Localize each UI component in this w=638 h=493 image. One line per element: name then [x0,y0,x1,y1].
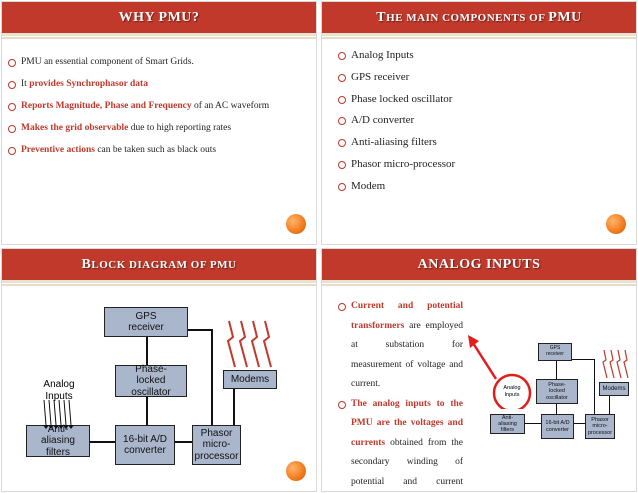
bullet-item: The analog inputs to the PMU are the vol… [336,395,463,492]
connector-line [594,359,595,414]
gps-receiver-block: GPS receiver [104,307,188,337]
anti-aliasing-filters-block: Anti-aliasing filters [490,414,525,434]
connector-line [556,404,557,414]
bullet-item: Analog Inputs [336,48,455,70]
connector-line [146,337,148,365]
slide-main-components[interactable]: THE MAIN COMPONENTS OF PMU Analog Inputs… [321,1,637,245]
analog-input-arrows-icon [43,399,74,429]
slide-title: ANALOG INPUTS [417,257,541,272]
antenna-lightning-icon [226,320,272,368]
connector-line [146,397,148,427]
title-band [2,249,316,286]
phasor-processor-block: Phasor micro-processor [585,414,615,439]
bullet-item: Current and potential transformers are e… [336,297,463,395]
adc-block: 16-bit A/D converter [541,414,574,439]
phase-locked-oscillator-block: Phase-locked oscillator [115,364,187,398]
antenna-lightning-icon [602,349,629,379]
bullet-list: Analog Inputs GPS receiver Phase locked … [336,48,455,201]
connector-line [188,329,212,331]
connector-line [211,329,213,425]
orange-orb-icon [606,214,626,234]
connector-line [572,359,594,360]
bullet-list: Current and potential transformers are e… [336,297,463,492]
orange-orb-icon [286,461,306,481]
anti-aliasing-filters-block: Anti-aliasing filters [26,424,90,458]
phase-locked-oscillator-block: Phase-locked oscillator [536,379,578,404]
orange-orb-icon [286,214,306,234]
highlight-circle-arrow-icon [468,335,532,409]
connector-line [233,389,235,425]
analog-inputs-label: Analog Inputs [43,379,75,402]
slide-analog-inputs[interactable]: ANALOG INPUTS Current and potential tran… [321,248,637,492]
slide-block-diagram[interactable]: BLOCK DIAGRAM OF PMU GPS receiver Phase-… [1,248,317,492]
bullet-item: Phase locked oscillator [336,92,455,114]
adc-block: 16-bit A/D converter [115,425,175,465]
title-band [2,2,316,39]
bullet-item: It provides Synchrophasor data [6,78,298,90]
modems-block: Modems [599,382,629,396]
title-band [322,249,636,286]
connector-line [556,361,557,379]
slide-title: BLOCK DIAGRAM OF PMU [81,257,237,272]
title-band [322,2,636,39]
bullet-item: Anti-aliasing filters [336,135,455,157]
connector-line [609,396,610,414]
slide-why-pmu[interactable]: WHY PMU? PMU an essential component of S… [1,1,317,245]
slide-title: WHY PMU? [118,10,200,25]
slide-title: THE MAIN COMPONENTS OF PMU [376,10,582,25]
connector-line [525,423,541,424]
bullet-list: PMU an essential component of Smart Grid… [6,56,298,166]
bullet-item: Modem [336,179,455,201]
bullet-item: Preventive actions can be taken such as … [6,144,298,156]
phasor-processor-block: Phasor micro-processor [192,425,241,465]
bullet-item: A/D converter [336,113,455,135]
bullet-item: Reports Magnitude, Phase and Frequency o… [6,100,298,112]
bullet-item: Makes the grid observable due to high re… [6,122,298,134]
bullet-item: Phasor micro-processor [336,157,455,179]
connector-line [174,441,194,443]
analog-inputs-label: Analog Inputs [503,385,521,398]
bullet-item: PMU an essential component of Smart Grid… [6,56,298,68]
modems-block: Modems [223,370,277,389]
connector-line [89,441,116,443]
gps-receiver-block: GPS receiver [538,343,572,361]
connector-line [574,423,585,424]
bullet-item: GPS receiver [336,70,455,92]
